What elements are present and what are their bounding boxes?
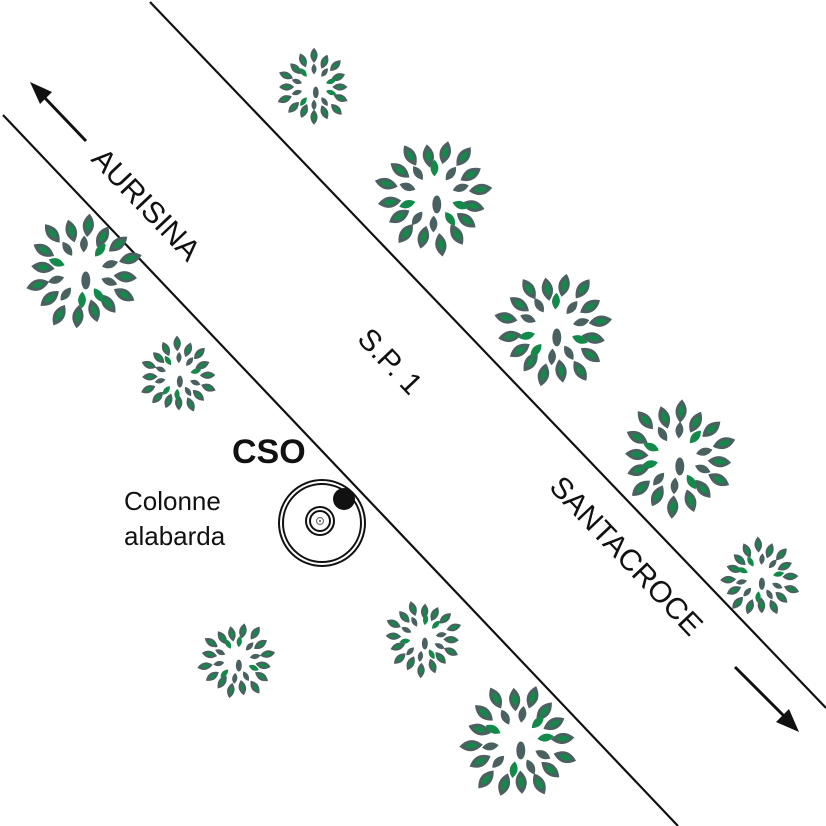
station-code: CSO bbox=[232, 433, 306, 471]
label-santacroce: SANTACROCE bbox=[543, 470, 709, 642]
tree-icon bbox=[141, 335, 216, 412]
label-road-name: S.P. 1 bbox=[351, 322, 429, 401]
tree-icon bbox=[277, 47, 348, 125]
station-description-line1: Colonne bbox=[124, 486, 221, 516]
station-marker-icon bbox=[278, 479, 366, 567]
tree-icon bbox=[385, 601, 462, 679]
tree-icon bbox=[197, 623, 276, 699]
road-edge-lower bbox=[2, 114, 679, 826]
tree-icon bbox=[26, 213, 142, 329]
station-description-line2: alabarda bbox=[124, 521, 226, 551]
tree-icon bbox=[374, 141, 493, 257]
trees-layer bbox=[26, 47, 800, 796]
arrow-southeast-icon bbox=[733, 665, 799, 732]
road-edge-upper bbox=[149, 1, 826, 709]
tree-icon bbox=[720, 536, 800, 615]
tree-icon bbox=[625, 399, 736, 519]
tree-icon bbox=[459, 686, 577, 796]
tree-icon bbox=[494, 273, 612, 387]
arrow-northwest-icon bbox=[30, 82, 88, 143]
